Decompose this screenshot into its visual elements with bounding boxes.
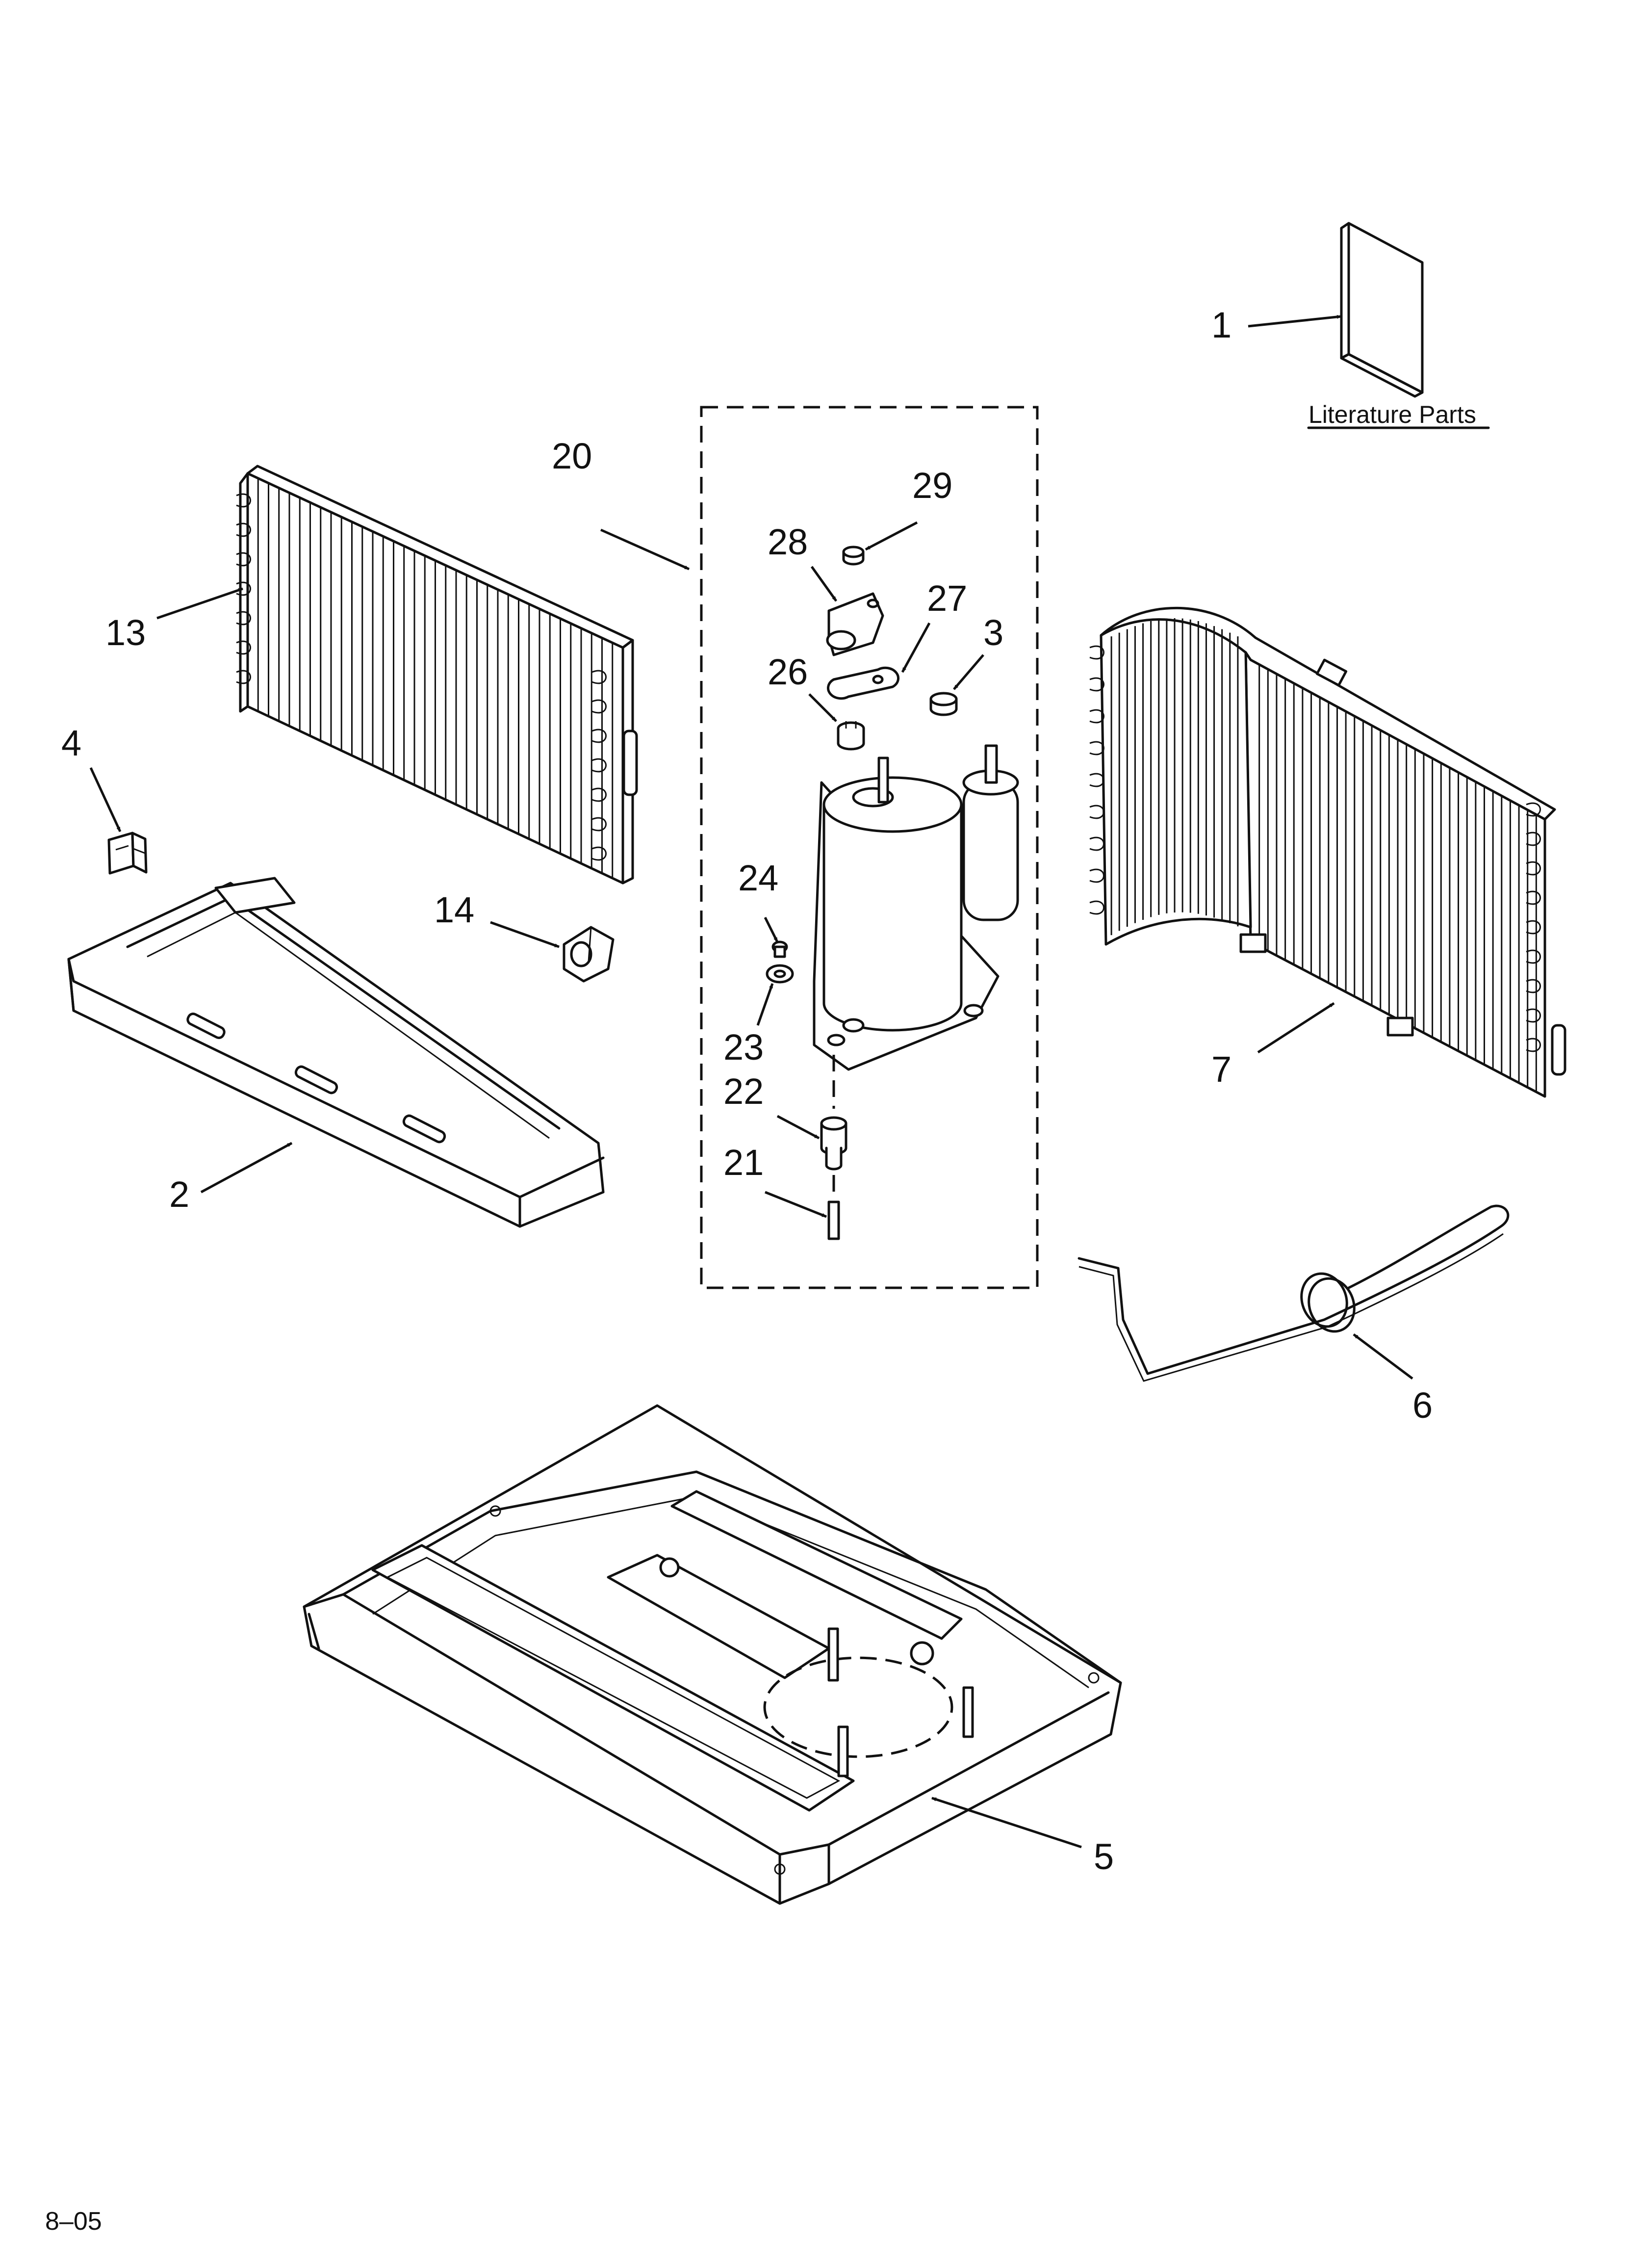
part-26-terminal[interactable] bbox=[837, 721, 865, 751]
footer-code: 8–05 bbox=[45, 2207, 102, 2236]
callout-24: 24 bbox=[738, 858, 778, 898]
callout-7: 7 bbox=[1211, 1049, 1232, 1090]
part-6-capillary-tube[interactable] bbox=[1078, 1204, 1510, 1382]
part-29-nut[interactable] bbox=[842, 546, 865, 566]
part-24-bolt[interactable] bbox=[771, 940, 788, 958]
callout-labels: 1 2 3 4 5 6 7 13 14 20 21 22 23 24 26 27… bbox=[45, 305, 1476, 2236]
callout-5: 5 bbox=[1094, 1836, 1114, 1877]
callout-14: 14 bbox=[434, 889, 474, 930]
callout-13: 13 bbox=[105, 612, 146, 653]
callout-27: 27 bbox=[927, 578, 967, 619]
callout-1: 1 bbox=[1211, 305, 1232, 345]
coil-7-return-bends bbox=[1089, 645, 1541, 1052]
callout-2: 2 bbox=[169, 1174, 189, 1215]
literature-parts-label: Literature Parts bbox=[1308, 401, 1476, 428]
part-1-literature-booklet[interactable] bbox=[1340, 222, 1424, 398]
part-28-terminal-cover[interactable] bbox=[826, 592, 884, 656]
callout-4: 4 bbox=[61, 723, 81, 763]
coil-7-side-fins bbox=[1258, 664, 1537, 1092]
part-22-grommet[interactable] bbox=[820, 1116, 847, 1171]
part-7-evaporator-coil[interactable] bbox=[1089, 606, 1566, 1098]
part-3-plug[interactable] bbox=[929, 692, 958, 716]
coil-13-fins bbox=[257, 478, 614, 878]
part-13-condenser-coil[interactable] bbox=[236, 465, 638, 885]
coil-13-return-bends bbox=[236, 493, 607, 861]
part-27-gasket[interactable] bbox=[826, 666, 900, 700]
compressor[interactable] bbox=[813, 744, 1019, 1109]
part-2-drain-tray[interactable] bbox=[67, 877, 605, 1228]
callout-26: 26 bbox=[768, 652, 808, 692]
callout-23: 23 bbox=[723, 1027, 764, 1068]
callout-20: 20 bbox=[552, 436, 592, 476]
part-21-pin[interactable] bbox=[827, 1175, 840, 1240]
compressor-assembly-group-frame bbox=[700, 406, 1039, 1289]
part-23-washer[interactable] bbox=[766, 964, 794, 984]
leader-arrows bbox=[89, 314, 1413, 1849]
callout-28: 28 bbox=[768, 521, 808, 562]
callout-22: 22 bbox=[723, 1071, 764, 1112]
part-5-base-pan[interactable] bbox=[303, 1404, 1122, 1905]
callout-3: 3 bbox=[983, 612, 1003, 653]
part-4-clip[interactable] bbox=[107, 832, 148, 875]
callout-21: 21 bbox=[723, 1142, 764, 1183]
part-14-grommet[interactable] bbox=[563, 926, 615, 983]
callout-6: 6 bbox=[1412, 1385, 1433, 1426]
callout-29: 29 bbox=[912, 465, 952, 506]
coil-7-front-fins bbox=[1110, 618, 1239, 936]
